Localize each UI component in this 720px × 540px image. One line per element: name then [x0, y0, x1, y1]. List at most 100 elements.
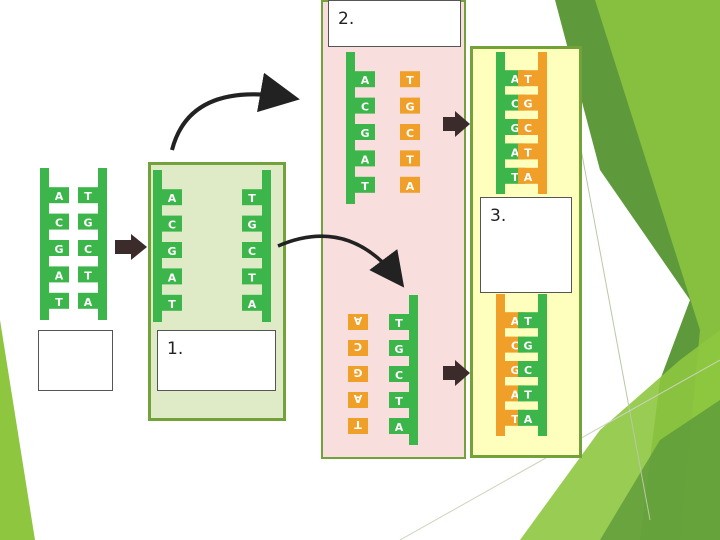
- dna-step1-separated-base-3-left: A: [162, 268, 182, 285]
- svg-text:T: T: [361, 180, 369, 193]
- dna-step1-separated-base-2-right: C: [242, 242, 262, 258]
- svg-text:G: G: [247, 219, 256, 232]
- svg-text:A: A: [511, 388, 520, 401]
- svg-text:T: T: [511, 413, 519, 426]
- svg-text:G: G: [167, 245, 176, 258]
- block-arrow-upper-to-step3: [443, 111, 470, 137]
- svg-text:T: T: [248, 271, 256, 284]
- svg-text:A: A: [361, 153, 370, 166]
- svg-text:A: A: [406, 180, 415, 193]
- step2-lower-new-base-4: T: [348, 418, 368, 434]
- dna-original-base-1-left: C: [49, 213, 69, 230]
- dna-step2-upper-base-3-left: A: [355, 150, 375, 167]
- step2-upper-new-base-1: G: [400, 97, 420, 114]
- svg-text:T: T: [406, 153, 414, 166]
- label-box-step3: 3.: [480, 197, 572, 293]
- svg-text:A: A: [524, 413, 533, 426]
- svg-text:T: T: [524, 315, 532, 328]
- dna-original-base-0-left: A: [49, 187, 69, 204]
- label-box-step1: 1.: [157, 330, 276, 391]
- dna-step3-upper-base-1-right: G: [518, 94, 538, 111]
- svg-text:T: T: [84, 269, 92, 282]
- dna-step1-separated-base-0-right: T: [242, 189, 262, 206]
- svg-text:G: G: [353, 366, 362, 379]
- dna-original-base-2-left: G: [49, 240, 69, 256]
- dna-step2-upper-left-strand: [346, 52, 355, 204]
- step2-lower-new-base-0: A: [348, 314, 368, 330]
- svg-text:C: C: [524, 122, 532, 135]
- dna-step2-upper-base-2-left: G: [355, 124, 375, 140]
- decor-shape-right-light: [595, 0, 720, 540]
- label-box-step2: 2.: [328, 0, 461, 47]
- dna-step1-separated-left-strand: [153, 170, 162, 322]
- svg-text:G: G: [54, 243, 63, 256]
- svg-text:C: C: [511, 340, 519, 353]
- dna-step2-lower-right-strand: [409, 295, 418, 445]
- svg-text:T: T: [248, 192, 256, 205]
- svg-text:T: T: [524, 73, 532, 86]
- decor-line-1: [569, 89, 651, 521]
- svg-text:G: G: [360, 127, 369, 140]
- dna-original-right-strand: [98, 168, 107, 320]
- svg-text:T: T: [354, 418, 362, 431]
- dna-step3-lower-base-1-right: G: [518, 336, 538, 353]
- dna-step3-upper-base-4-right: A: [518, 167, 538, 184]
- dna-step3-lower-base-4-right: A: [518, 409, 538, 426]
- dna-step2-lower-base-1-right: G: [389, 340, 409, 356]
- svg-text:C: C: [354, 340, 362, 353]
- dna-step1-separated-base-0-left: A: [162, 189, 182, 206]
- svg-text:T: T: [55, 296, 63, 309]
- svg-text:G: G: [510, 364, 519, 377]
- dna-step3-upper-base-0-right: T: [518, 70, 538, 87]
- dna-step2-upper-base-4-left: T: [355, 176, 375, 193]
- dna-step1-separated-base-3-right: T: [242, 268, 262, 285]
- svg-text:A: A: [84, 296, 93, 309]
- dna-step3-upper-right-strand: [538, 52, 547, 194]
- panel-step2: [321, 0, 466, 459]
- dna-step3-lower-base-2-right: C: [518, 361, 538, 377]
- dna-original-base-3-left: A: [49, 266, 69, 283]
- svg-text:T: T: [524, 146, 532, 159]
- dna-step1-separated-right-strand: [262, 170, 271, 322]
- svg-text:T: T: [395, 395, 403, 408]
- step2-upper-new-base-4: A: [400, 176, 420, 193]
- svg-text:C: C: [361, 101, 369, 114]
- svg-text:C: C: [395, 369, 403, 382]
- dna-step3-upper-base-3-right: T: [518, 143, 538, 160]
- dna-original-base-3-right: T: [78, 266, 98, 283]
- block-arrow-to-step1: [115, 234, 147, 260]
- svg-text:A: A: [353, 392, 362, 405]
- svg-text:G: G: [405, 101, 414, 114]
- curved-arrow-lower: [277, 234, 405, 288]
- dna-original-left-strand: [40, 168, 49, 320]
- svg-text:A: A: [361, 74, 370, 87]
- dna-step3-lower-base-3-right: T: [518, 385, 538, 402]
- svg-text:G: G: [523, 98, 532, 111]
- dna-step3-upper-left-strand: [496, 52, 505, 194]
- svg-text:C: C: [168, 219, 176, 232]
- svg-text:A: A: [511, 315, 520, 328]
- svg-text:C: C: [524, 364, 532, 377]
- svg-text:T: T: [524, 388, 532, 401]
- step2-lower-new-base-2: G: [348, 366, 368, 382]
- svg-text:A: A: [511, 73, 520, 86]
- dna-step1-separated-base-1-left: C: [162, 215, 182, 232]
- svg-text:A: A: [248, 298, 257, 311]
- curved-arrow-upper: [170, 72, 300, 151]
- step2-upper-new-base-2: C: [400, 124, 420, 140]
- dna-step3-lower-base-0-right: T: [518, 312, 538, 329]
- decor-shape-bottom-dark: [600, 400, 720, 540]
- dna-step2-upper-base-0-left: A: [355, 71, 375, 88]
- svg-text:G: G: [83, 217, 92, 230]
- dna-original-base-1-right: G: [78, 213, 98, 230]
- svg-text:C: C: [511, 98, 519, 111]
- dna-step2-lower-base-2-right: C: [389, 366, 409, 382]
